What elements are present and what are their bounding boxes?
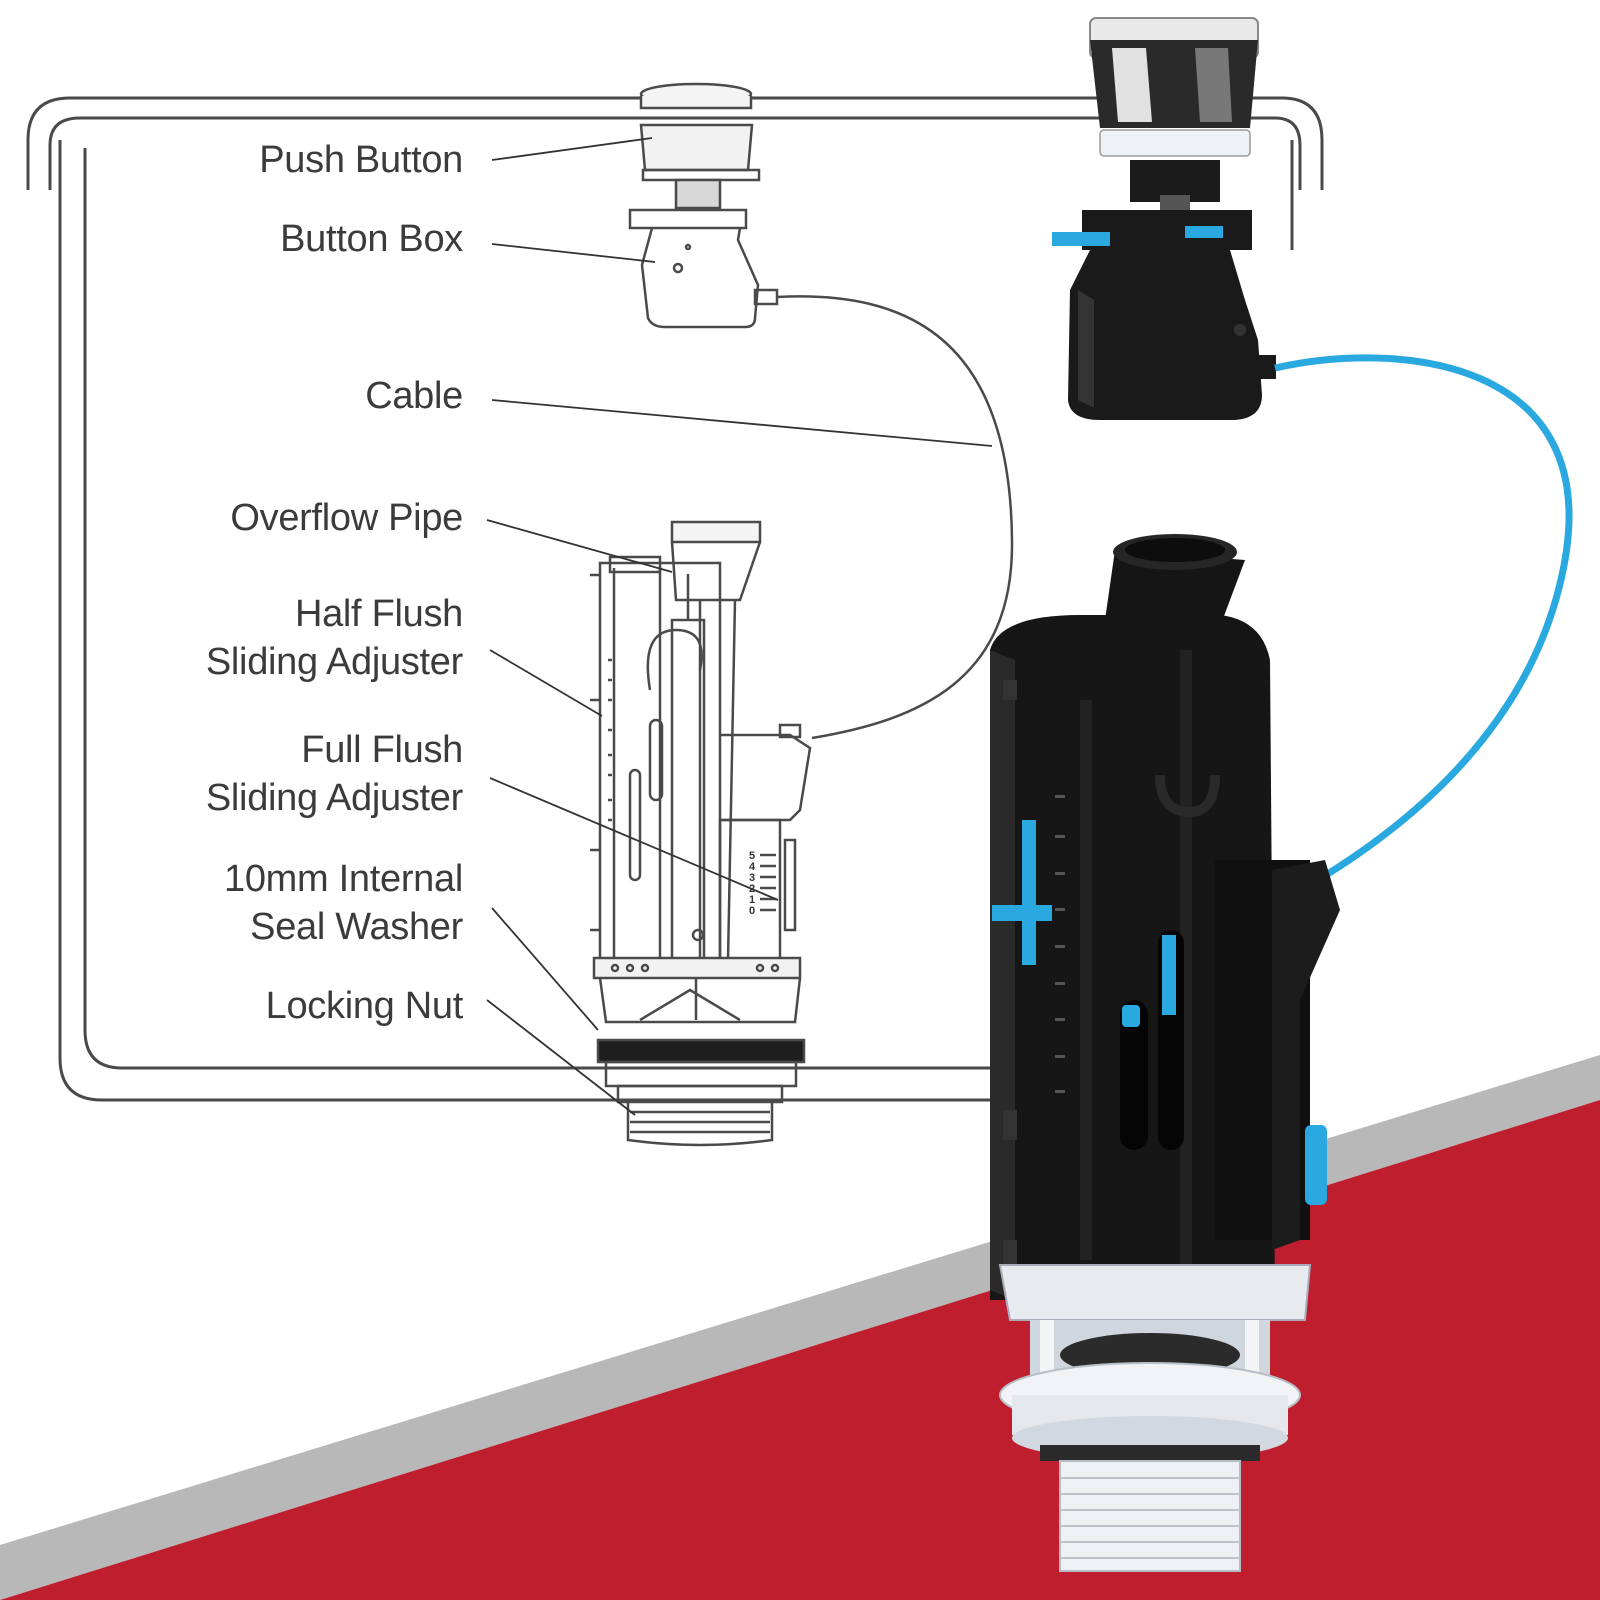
label-seal-washer: 10mm Internal Seal Washer (224, 855, 463, 951)
leader-full-flush (489, 777, 779, 901)
button-box-icon (628, 208, 779, 329)
label-line: Full Flush (301, 729, 463, 771)
scale-number: 4 (749, 861, 756, 873)
push-button-icon (639, 82, 761, 210)
label-overflow-pipe: Overflow Pipe (230, 494, 463, 542)
leader-cable (491, 399, 993, 447)
leader-locking-nut (486, 999, 636, 1116)
scale-numbers: 5 4 3 2 1 0 (749, 850, 756, 917)
product-push-button (1089, 17, 1259, 217)
cistern-outline-icon (26, 96, 1324, 1102)
product-cable (1274, 354, 1573, 883)
label-push-button: Push Button (259, 136, 463, 184)
label-locking-nut: Locking Nut (265, 982, 464, 1030)
leader-push-button (491, 137, 653, 161)
leader-overflow-pipe (486, 519, 673, 573)
label-line: Button Box (280, 218, 463, 260)
label-half-flush-adjuster: Half Flush Sliding Adjuster (206, 590, 463, 686)
leader-half-flush (489, 649, 603, 717)
banner-red-band (0, 1100, 1600, 1600)
product-button-box (1052, 210, 1276, 420)
background-banner (0, 1055, 1600, 1600)
label-line: Sliding Adjuster (205, 777, 463, 819)
scale-number: 5 (749, 850, 755, 862)
scale-number: 0 (749, 905, 755, 917)
label-line: Push Button (259, 139, 463, 181)
label-full-flush-adjuster: Full Flush Sliding Adjuster (206, 726, 463, 822)
scale-number: 3 (749, 872, 755, 884)
label-line: Half Flush (294, 593, 463, 635)
label-line: Locking Nut (265, 985, 464, 1027)
label-cable: Cable (365, 372, 463, 420)
flush-valve-icon (590, 520, 812, 1147)
label-button-box: Button Box (280, 215, 463, 263)
label-line: Seal Washer (250, 906, 463, 948)
leader-seal-washer (491, 907, 599, 1031)
label-line: 10mm Internal (224, 858, 463, 900)
label-line: Sliding Adjuster (205, 641, 463, 683)
leader-button-box (491, 243, 656, 263)
product-flush-valve (990, 534, 1340, 1572)
diagram-cable (776, 295, 1014, 740)
scale-number: 1 (749, 894, 755, 906)
label-line: Overflow Pipe (230, 497, 463, 539)
leader-lines (486, 137, 993, 1116)
label-line: Cable (365, 375, 463, 417)
